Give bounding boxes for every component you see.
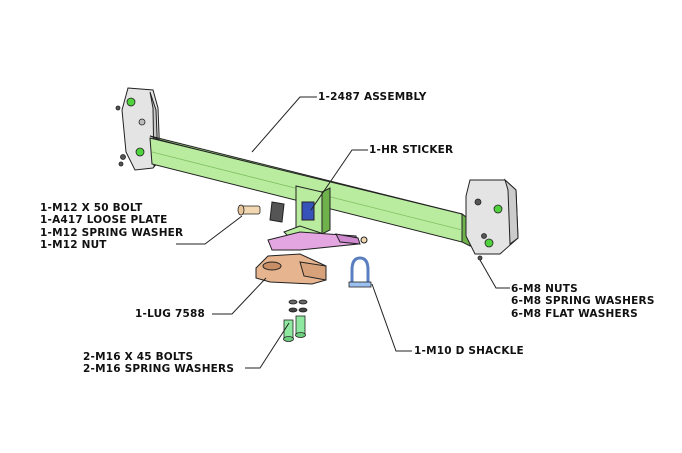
m16-bolts [283,315,306,342]
m16-spring-washers [288,299,308,313]
leader-hr-sticker [310,149,368,211]
label-m16-bolts: 2-M16 X 45 BOLTS 2-M16 SPRING WASHERS [83,351,234,376]
nuts-group-line: 6-M8 SPRING WASHERS [511,295,655,308]
label-lug: 1-LUG 7588 [135,308,206,320]
d-shackle [348,256,372,288]
leader-nuts-group [479,259,510,289]
right-bracket-fasteners [474,198,503,261]
lug-7588 [255,253,327,285]
loose-plate [269,201,285,223]
bolt-group-line: 1-M12 X 50 BOLT [40,202,143,214]
label-bolt-group: 1-M12 X 50 BOLT 1-A417 LOOSE PLATE 1-M12… [40,202,183,252]
label-shackle: 1-M10 D SHACKLE [414,345,524,357]
label-hr-sticker: 1-HR STICKER [369,144,454,156]
leader-assembly [251,96,317,153]
nuts-group-line: 6-M8 NUTS [511,283,578,295]
leader-lug [212,277,267,315]
leader-shackle [371,283,412,352]
m16-line: 2-M16 X 45 BOLTS [83,351,194,363]
bolt-group-line: 1-M12 NUT [40,239,107,252]
hr-sticker [301,201,315,221]
leader-lines [176,96,510,369]
leader-m16-bolts [245,322,290,369]
right-mounting-bracket [465,178,519,255]
m12-bolt [237,204,261,216]
m16-line: 2-M16 SPRING WASHERS [83,363,235,376]
label-nuts-group: 6-M8 NUTS 6-M8 SPRING WASHERS 6-M8 FLAT … [511,283,655,320]
label-assembly: 1-2487 ASSEMBLY [318,91,427,103]
bolt-group-line: 1-M12 SPRING WASHER [40,226,184,239]
nuts-group-line: 6-M8 FLAT WASHERS [511,307,638,320]
bolt-group-line: 1-A417 LOOSE PLATE [40,214,168,227]
leader-bolt-group [176,215,243,245]
tow-plate [267,231,368,251]
left-bracket-fasteners [115,97,146,167]
